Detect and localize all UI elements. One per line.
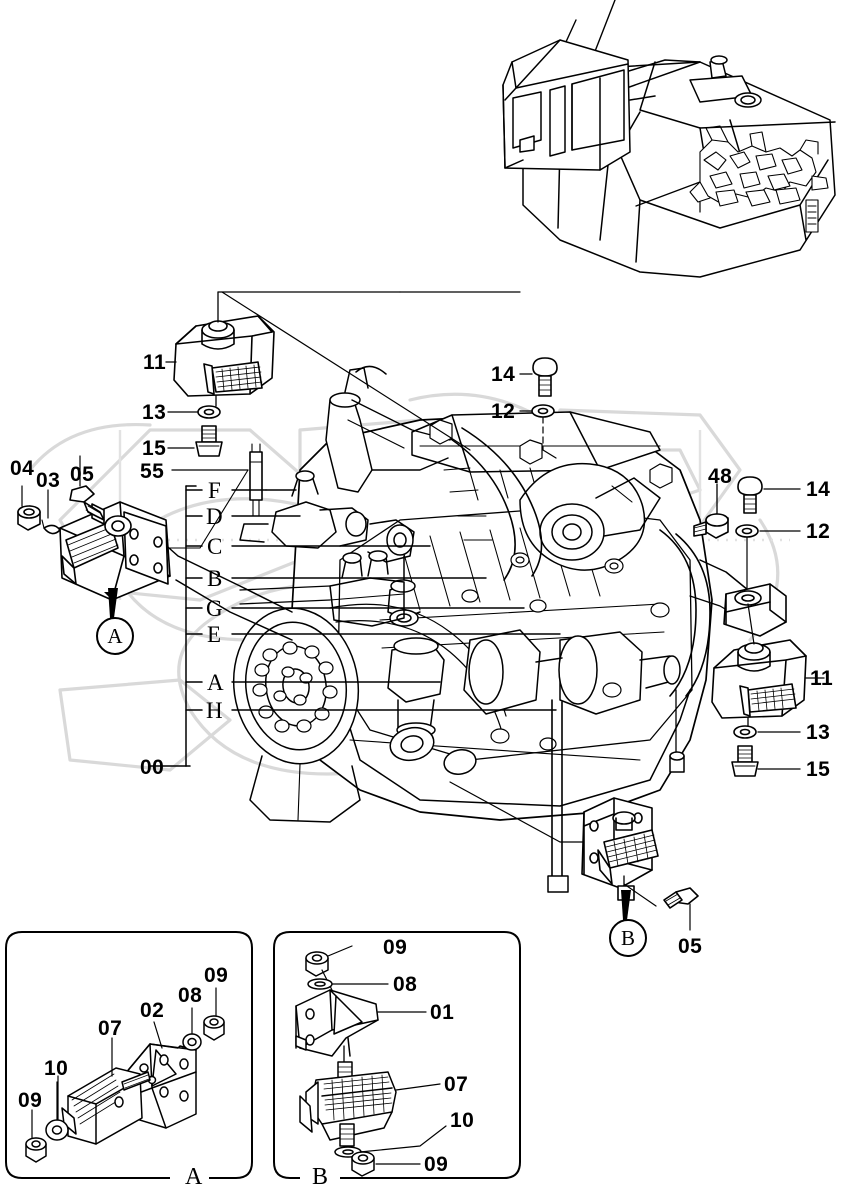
- inset-b-label-10: 10: [450, 1109, 475, 1132]
- label-48: 48: [708, 465, 733, 488]
- callout-letter-e: E: [207, 622, 222, 647]
- inset-b-title: B: [305, 1164, 336, 1191]
- label-55: 55: [140, 460, 165, 483]
- inset-b-label-01: 01: [430, 1001, 455, 1024]
- damper-top-left: [173, 291, 521, 457]
- inset-a-label-10: 10: [44, 1057, 69, 1080]
- label-15-right: 15: [806, 758, 831, 781]
- inset-a-title: A: [178, 1164, 210, 1191]
- inset-b-label-07: 07: [444, 1073, 469, 1096]
- marker-b-circle: B: [609, 919, 647, 957]
- label-14-top: 14: [491, 363, 516, 386]
- label-00-group: 00: [140, 756, 165, 779]
- label-03: 03: [36, 469, 61, 492]
- marker-a-circle: A: [96, 617, 134, 655]
- callout-letter-b: B: [207, 566, 223, 591]
- inset-b-label-08: 08: [393, 973, 418, 996]
- inset-b-parts: [295, 945, 447, 1177]
- callout-letter-h: H: [206, 698, 223, 723]
- inset-a-label-09-left: 09: [18, 1089, 43, 1112]
- mount-rear: [581, 797, 699, 931]
- label-11-top-left: 11: [143, 351, 167, 374]
- label-13-top-left: 13: [142, 401, 167, 424]
- inset-a-parts: [25, 987, 225, 1163]
- mount-bracket-left: [17, 455, 171, 618]
- callout-letter-d: D: [206, 504, 223, 529]
- label-11-right: 11: [810, 667, 834, 690]
- label-15-top-left: 15: [142, 437, 167, 460]
- inset-a-label-07: 07: [98, 1017, 123, 1040]
- inset-b-label-09-top: 09: [383, 936, 408, 959]
- label-12-right: 12: [806, 520, 831, 543]
- callout-letter-f: F: [208, 478, 221, 503]
- label-05-rear: 05: [678, 935, 703, 958]
- mount-right: [693, 476, 825, 777]
- inset-b-label-09-bottom: 09: [424, 1153, 449, 1176]
- inset-a-label-09-right: 09: [204, 964, 229, 987]
- label-04: 04: [10, 457, 35, 480]
- label-05-left: 05: [70, 463, 95, 486]
- inset-a-label-02: 02: [140, 999, 165, 1022]
- callout-letter-a: A: [207, 670, 224, 695]
- label-14-right: 14: [806, 478, 831, 501]
- hardware-top-center: [519, 357, 558, 459]
- callout-letter-c: C: [207, 534, 223, 559]
- inset-a-label-08: 08: [178, 984, 203, 1007]
- callout-letter-g: G: [206, 596, 223, 621]
- label-12-top: 12: [491, 400, 516, 423]
- label-13-right: 13: [806, 721, 831, 744]
